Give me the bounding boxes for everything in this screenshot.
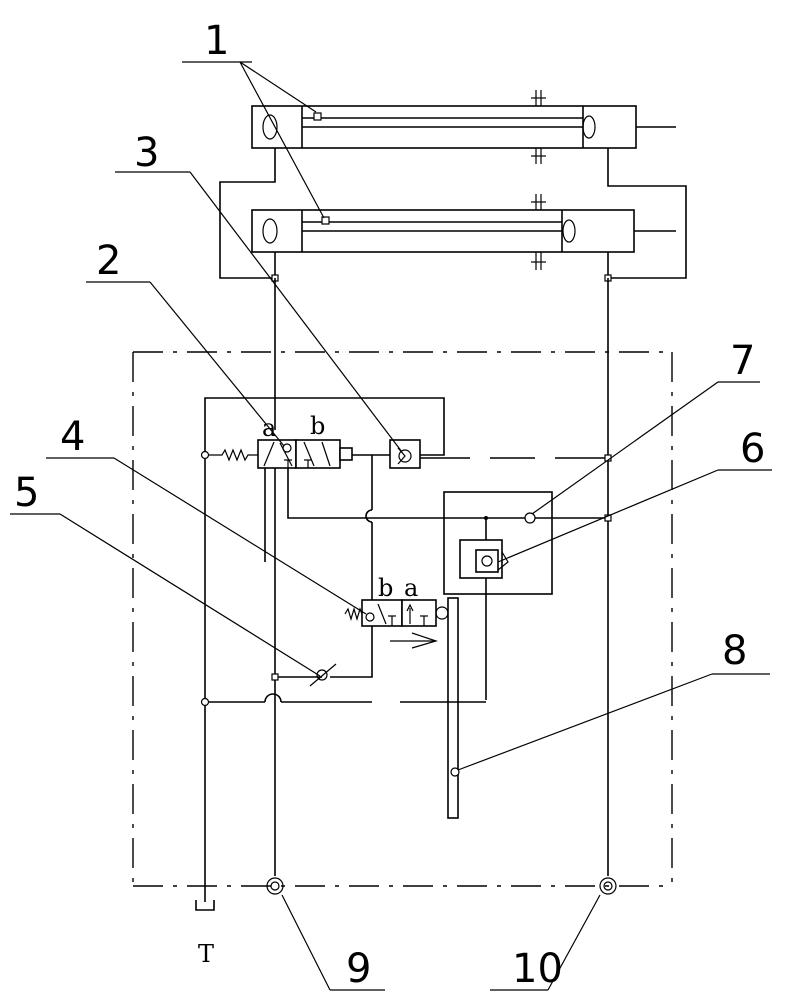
callout-9: 9 bbox=[346, 946, 371, 992]
callout-1: 1 bbox=[204, 18, 229, 64]
control-block-outline bbox=[132, 351, 673, 887]
callout-3: 3 bbox=[134, 130, 159, 176]
cylinder-bottom bbox=[251, 194, 676, 270]
callout-5: 5 bbox=[14, 470, 39, 516]
valve4-port-a: a bbox=[404, 574, 418, 602]
throttle-valve-5 bbox=[200, 626, 486, 707]
tank-label: T bbox=[198, 940, 214, 968]
callout-7: 7 bbox=[730, 338, 755, 384]
pilot-rod-8 bbox=[447, 597, 460, 819]
valve2-port-b: b bbox=[310, 412, 325, 440]
main-lines bbox=[204, 278, 609, 902]
valve4-port-b: b bbox=[378, 574, 393, 602]
directional-valve-2: a b bbox=[200, 397, 608, 600]
check-valve-3 bbox=[389, 439, 612, 469]
callout-2: 2 bbox=[96, 238, 121, 284]
callout-8: 8 bbox=[722, 628, 747, 674]
callout-10: 10 bbox=[512, 946, 563, 992]
leader-lines bbox=[10, 61, 772, 991]
ports: T bbox=[195, 877, 617, 968]
cylinder-top bbox=[251, 90, 676, 164]
callout-4: 4 bbox=[60, 414, 85, 460]
callout-numbers: 1 2 3 4 5 6 7 8 9 10 bbox=[14, 18, 765, 992]
relief-block bbox=[443, 491, 612, 700]
callout-6: 6 bbox=[740, 426, 765, 472]
